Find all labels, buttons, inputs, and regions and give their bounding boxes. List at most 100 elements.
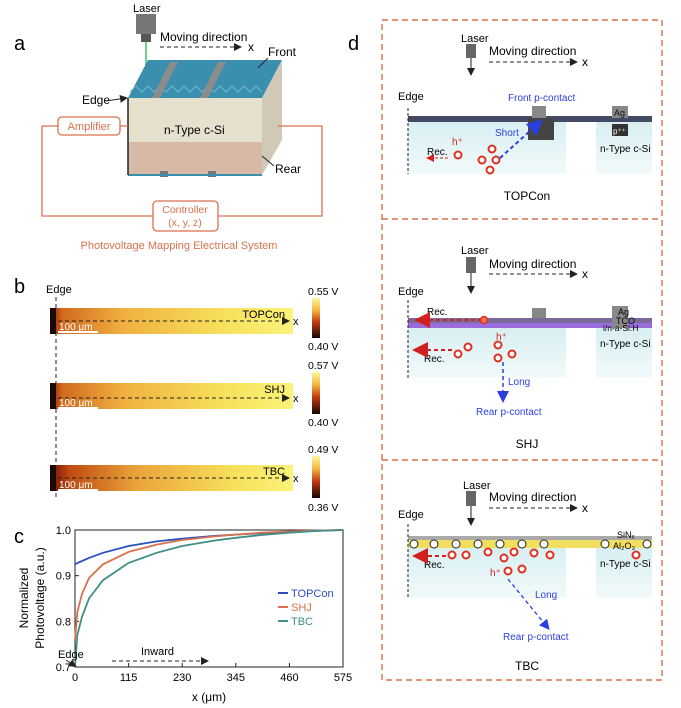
moving-x-shj: x bbox=[582, 267, 588, 281]
hole-label-tbc: h⁺ bbox=[490, 568, 501, 579]
y-axis-label-2: Photovoltage (a.u.) bbox=[33, 547, 47, 648]
legend-ag-box-topcon bbox=[612, 106, 628, 118]
scalebar-label-topcon: 100 μm bbox=[59, 322, 93, 333]
rear-label: Rear bbox=[275, 162, 301, 176]
hole bbox=[529, 548, 539, 558]
rec-label-shj-top: Rec. bbox=[427, 307, 448, 318]
holes-topcon bbox=[453, 144, 501, 175]
vmin-topcon: 0.40 V bbox=[308, 341, 338, 353]
hole bbox=[507, 349, 517, 359]
rear-contact-label-tbc: Rear p-contact bbox=[503, 632, 569, 643]
y-ticks: 0.70.80.91.0 bbox=[56, 525, 79, 674]
panel-a-caption: Photovoltage Mapping Electrical System bbox=[81, 240, 278, 252]
hole bbox=[545, 550, 555, 560]
hole-label-topcon: h⁺ bbox=[452, 137, 463, 148]
substrate-label-topcon: n-Type c-Si bbox=[600, 144, 651, 155]
amplifier-box bbox=[57, 116, 121, 136]
map-tbc: TBC x 100 μm 0.49 V 0.36 V bbox=[50, 444, 338, 514]
legend-label-tbc: TBC bbox=[291, 616, 313, 628]
panel-b: b Edge TOPCon x 100 μm 0.55 V 0.40 V SHJ… bbox=[14, 276, 338, 514]
hole bbox=[491, 155, 501, 165]
front-leader bbox=[257, 57, 269, 69]
y-tick-label: 0.7 bbox=[56, 662, 71, 674]
ag-finger-topcon bbox=[532, 106, 546, 118]
short-label: Short bbox=[495, 128, 519, 139]
ag-label-topcon: Ag bbox=[614, 108, 625, 118]
colorbar-topcon bbox=[312, 298, 320, 338]
hole bbox=[453, 349, 463, 359]
x-tick-label: 0 bbox=[72, 672, 78, 684]
hole bbox=[485, 165, 495, 175]
hole bbox=[517, 564, 527, 574]
al-label-tbc: Al₂O₃ bbox=[613, 541, 635, 551]
rear-contact-label-shj: Rear p-contact bbox=[476, 407, 542, 418]
moving-dir-tbc: Moving direction bbox=[489, 490, 576, 504]
laser-label-shj: Laser bbox=[461, 245, 489, 257]
finger-2 bbox=[200, 62, 226, 98]
edge-label: Edge bbox=[82, 93, 110, 107]
laser-label-tbc: Laser bbox=[463, 480, 491, 492]
legend-label-topcon: TOPCon bbox=[291, 588, 334, 600]
sin-layer-tbc bbox=[408, 536, 652, 540]
controller-label: Controller bbox=[162, 204, 208, 216]
moving-x-tbc: x bbox=[582, 501, 588, 515]
x-tick-label: 345 bbox=[227, 672, 245, 684]
holes-tbc bbox=[447, 547, 641, 576]
heatmap-shj bbox=[50, 383, 293, 409]
map-x-shj: x bbox=[293, 393, 299, 405]
scheme-name-topcon: TOPCon bbox=[504, 189, 550, 203]
inward-annotation: Inward bbox=[141, 646, 174, 658]
hole bbox=[461, 550, 471, 560]
vmax-tbc: 0.49 V bbox=[308, 444, 338, 456]
bulk-shj bbox=[408, 328, 566, 378]
amplifier-label: Amplifier bbox=[68, 121, 111, 133]
ag-label-shj: Ag bbox=[618, 307, 629, 317]
rec-label-topcon: Rec. bbox=[427, 147, 448, 158]
sin-label-tbc: SiNₓ bbox=[617, 530, 635, 540]
hole bbox=[487, 144, 497, 154]
scalebar-label-shj: 100 μm bbox=[59, 398, 93, 409]
map-name-topcon: TOPCon bbox=[242, 309, 285, 321]
hole bbox=[509, 547, 519, 557]
x-axis-label: x (μm) bbox=[192, 690, 226, 704]
rear-leader bbox=[261, 155, 275, 167]
series-lines bbox=[74, 529, 344, 668]
map-name-shj: SHJ bbox=[264, 384, 285, 396]
laser-label: Laser bbox=[133, 3, 161, 15]
negative-charge bbox=[451, 539, 461, 549]
x-axis-symbol: x bbox=[248, 40, 254, 54]
negative-charge bbox=[473, 539, 483, 549]
map-x-tbc: x bbox=[293, 473, 299, 485]
tco-label-shj: TCO bbox=[616, 316, 635, 326]
hole bbox=[503, 566, 513, 576]
legend-label-shj: SHJ bbox=[291, 602, 312, 614]
edge-leader bbox=[105, 94, 128, 103]
rec-label-shj: Rec. bbox=[424, 354, 445, 365]
moving-dir-shj: Moving direction bbox=[489, 257, 576, 271]
hole-label-shj: h⁺ bbox=[496, 332, 507, 343]
edge-bar-topcon bbox=[50, 308, 56, 334]
long-label-shj: Long bbox=[508, 377, 530, 388]
holes-shj bbox=[453, 340, 517, 363]
laser-head-topcon bbox=[466, 44, 476, 58]
edge-bar-tbc bbox=[50, 465, 56, 491]
map-name-tbc: TBC bbox=[263, 466, 285, 478]
panel-label-a: a bbox=[14, 33, 26, 55]
vmin-tbc: 0.36 V bbox=[308, 502, 338, 514]
hole bbox=[453, 150, 463, 160]
legend-pp-box-topcon bbox=[612, 124, 628, 136]
ag-finger-shj bbox=[532, 308, 546, 318]
y-axis-label-1: Normalized bbox=[17, 568, 31, 629]
ia-label-shj: i/n-a-Si:H bbox=[603, 323, 638, 333]
hole bbox=[483, 547, 493, 557]
hole bbox=[463, 342, 473, 352]
texture-lines bbox=[129, 85, 263, 93]
map-topcon: TOPCon x 100 μm 0.55 V 0.40 V bbox=[50, 286, 338, 353]
panel-label-c: c bbox=[14, 526, 24, 548]
negative-charge bbox=[600, 539, 610, 549]
hole bbox=[477, 155, 487, 165]
vmax-topcon: 0.55 V bbox=[308, 286, 338, 298]
side-face bbox=[262, 60, 282, 175]
front-contact-label: Front p-contact bbox=[508, 93, 575, 104]
